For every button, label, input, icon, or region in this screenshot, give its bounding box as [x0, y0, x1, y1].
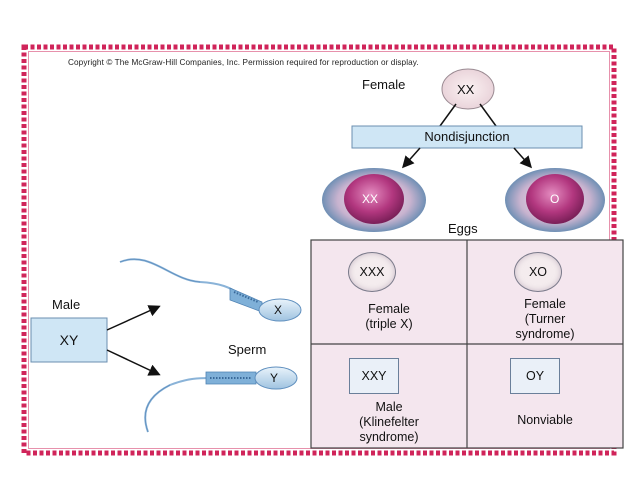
cell-oy-line1: Nonviable: [517, 413, 573, 427]
sperm-label: Sperm: [228, 342, 267, 357]
male-genotype: XY: [59, 332, 79, 348]
arrow-to-egg-o: [513, 147, 532, 169]
arrow-to-egg-xx: [402, 147, 421, 169]
nondisjunction-label: Nondisjunction: [424, 129, 510, 144]
cell-xo-line3: syndrome): [515, 327, 575, 341]
genotype-xxx-circle: XXX: [348, 252, 396, 292]
female-label: Female: [362, 77, 406, 92]
female-zygote: [441, 68, 495, 110]
eggs-label: Eggs: [448, 221, 478, 236]
egg-xx: [322, 168, 426, 232]
egg-o: [505, 168, 605, 232]
egg-o-label: O: [550, 192, 560, 206]
egg-xx-label: XX: [362, 192, 379, 206]
copyright-notice: Copyright © The McGraw-Hill Companies, I…: [68, 58, 419, 67]
cell-xxx-line1: Female: [368, 302, 410, 316]
genotype-oy-box: OY: [510, 358, 560, 394]
split-line-right: [479, 103, 497, 127]
cell-xxy-line2: (Klinefelter: [359, 415, 419, 429]
male-label: Male: [52, 297, 81, 312]
genotype-xo-circle: XO: [514, 252, 562, 292]
cell-xxy-line3: syndrome): [359, 430, 419, 444]
sperm-x: [119, 258, 302, 322]
male-box: [30, 317, 108, 363]
cell-xo-line2: (Turner: [524, 312, 566, 326]
nondisjunction-box: [351, 125, 583, 149]
sperm-y: [144, 366, 298, 433]
arrow-to-sperm-y: [106, 349, 161, 376]
split-line-left: [439, 103, 457, 127]
cell-xxy-line1: Male: [375, 400, 403, 414]
arrow-to-sperm-x: [106, 305, 161, 331]
sperm-x-label: X: [274, 303, 283, 317]
female-genotype: XX: [457, 82, 475, 97]
genotype-xxy-box: XXY: [349, 358, 399, 394]
cell-xo-line1: Female: [524, 297, 566, 311]
sperm-y-label: Y: [270, 371, 279, 385]
cell-xxx-line2: (triple X): [365, 317, 413, 331]
